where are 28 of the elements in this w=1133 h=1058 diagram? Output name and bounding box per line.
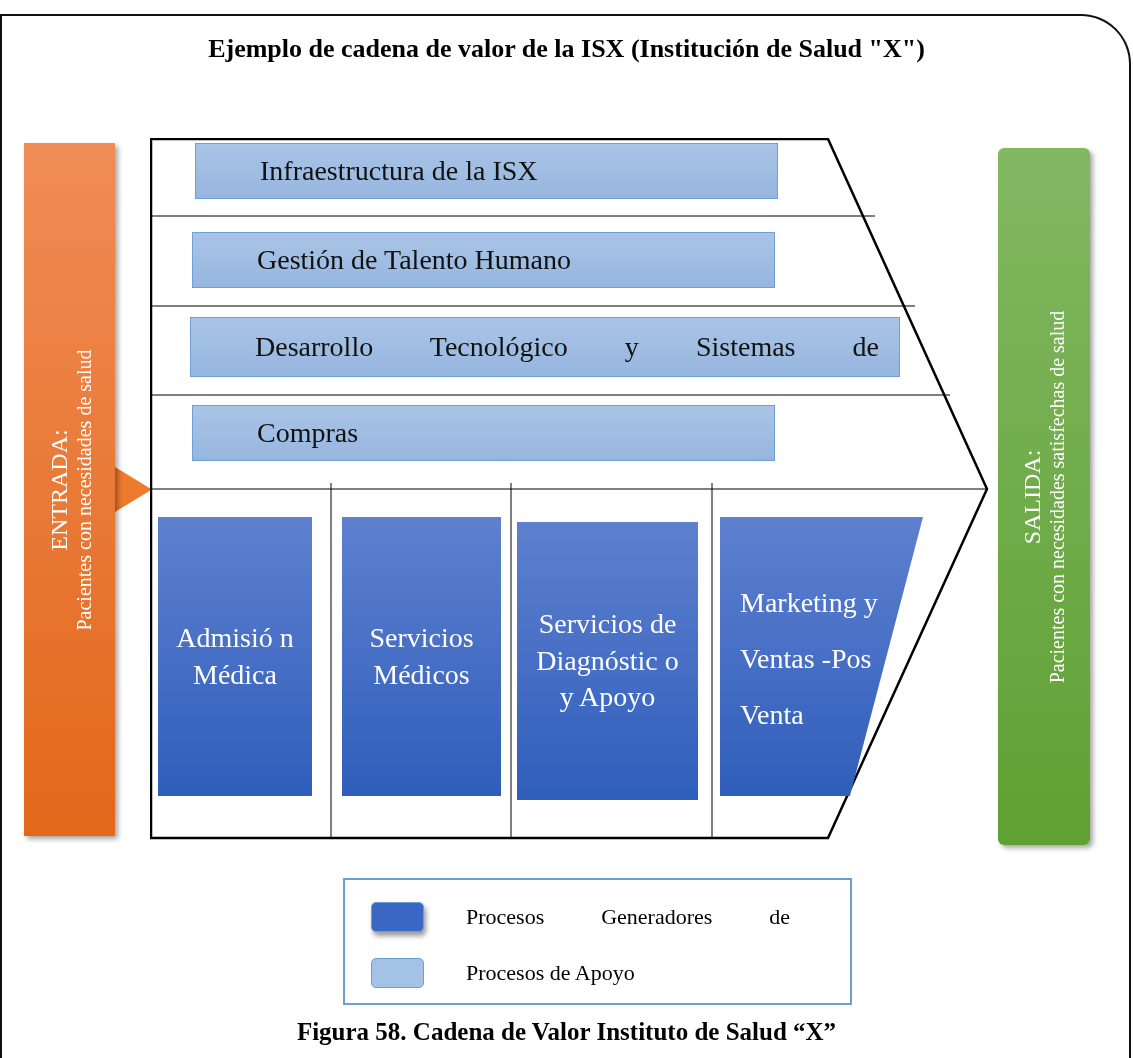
process-label: Desarrollo Tecnológico y Sistemas de (255, 331, 879, 363)
primary-process-box (342, 517, 501, 796)
support-process-box (195, 143, 778, 199)
value-chain-chevron (150, 138, 989, 840)
primary-process-box (517, 522, 698, 800)
process-label: Compras (257, 417, 360, 449)
bar-description: Pacientes con necesidades de salud (71, 349, 95, 630)
process-label: Infraestructura de la ISX (260, 155, 539, 187)
support-process-box (190, 317, 900, 377)
input-bar (24, 143, 115, 836)
output-bar (998, 148, 1090, 845)
support-process-box (192, 405, 775, 461)
primary-process-box (158, 517, 312, 796)
support-process-box (192, 232, 775, 288)
legend-label: Procesos de Apoyo (466, 960, 636, 986)
bar-heading: ENTRADA: (44, 428, 72, 551)
process-label: Marketing y Ventas -Pos Venta (740, 586, 879, 732)
pointer-arrow (114, 467, 152, 512)
process-label: Servicios Médicos (368, 621, 475, 692)
diagram-title: Ejemplo de cadena de valor de la ISX (Institución de Salud "X") (207, 34, 926, 64)
bar-heading: SALIDA: (1019, 449, 1046, 544)
primary-process-box (720, 517, 923, 796)
process-label: Admisió n Médica (175, 621, 295, 692)
bar-description: Pacientes con necesidades satisfechas de salud (1046, 310, 1069, 683)
process-label: Servicios de Diagnóstic o y Apoyo (535, 607, 680, 715)
legend-label: Procesos Generadores de (466, 904, 790, 930)
process-label: Gestión de Talento Humano (257, 244, 572, 276)
figure-caption: Figura 58. Cadena de Valor Instituto de Salud “X” (295, 1018, 838, 1046)
